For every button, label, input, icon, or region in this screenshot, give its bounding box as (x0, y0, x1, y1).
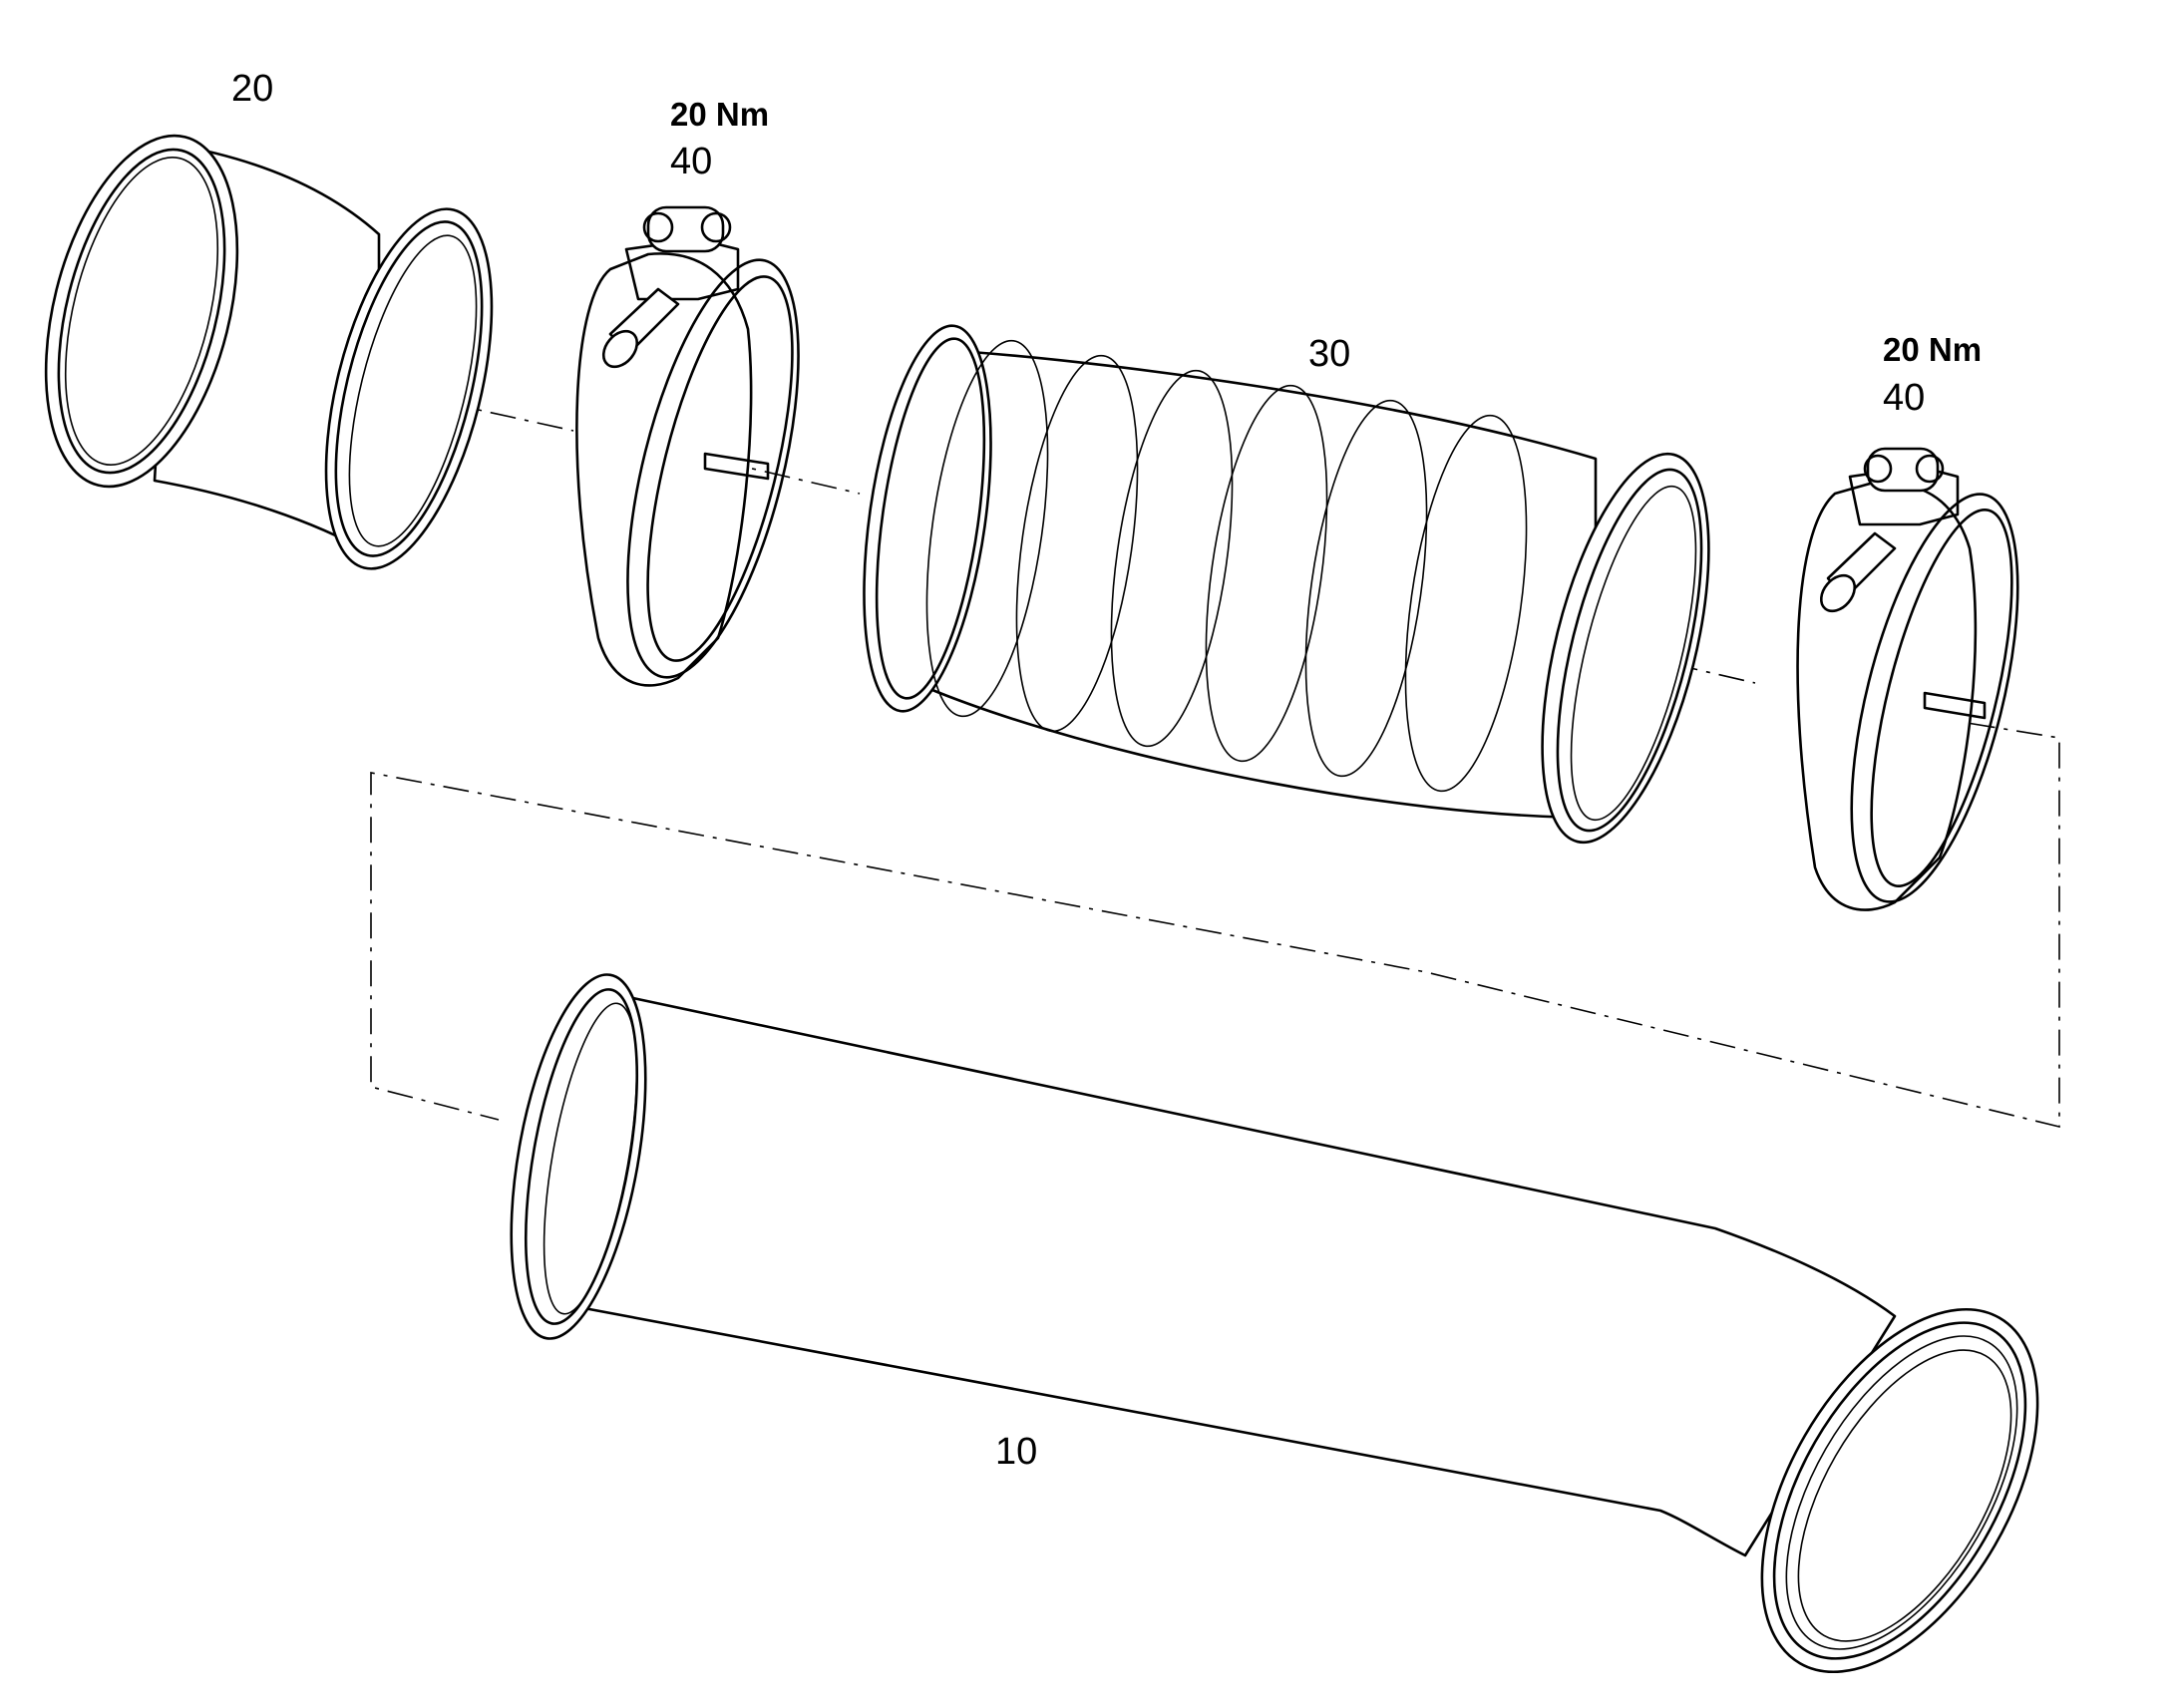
axis-line-1 (396, 391, 574, 432)
v-band-clamp-left-part-40 (575, 205, 800, 687)
callout-pipe-long: 10 (995, 1431, 1038, 1473)
callout-pipe-bend: 20 (231, 68, 274, 110)
torque-label-clamp-right: 20 Nm (1883, 331, 1983, 368)
callout-clamp-left: 40 (670, 141, 713, 182)
callout-hose: 30 (1308, 333, 1351, 375)
bent-pipe-part-20 (44, 134, 494, 570)
callout-clamp-right: 40 (1883, 377, 1926, 419)
torque-label-clamp-left: 20 Nm (670, 96, 770, 133)
v-band-clamp-right-part-40 (1796, 447, 2019, 911)
long-pipe-part-10 (510, 973, 2039, 1674)
corrugated-hose-part-30 (863, 324, 1710, 845)
